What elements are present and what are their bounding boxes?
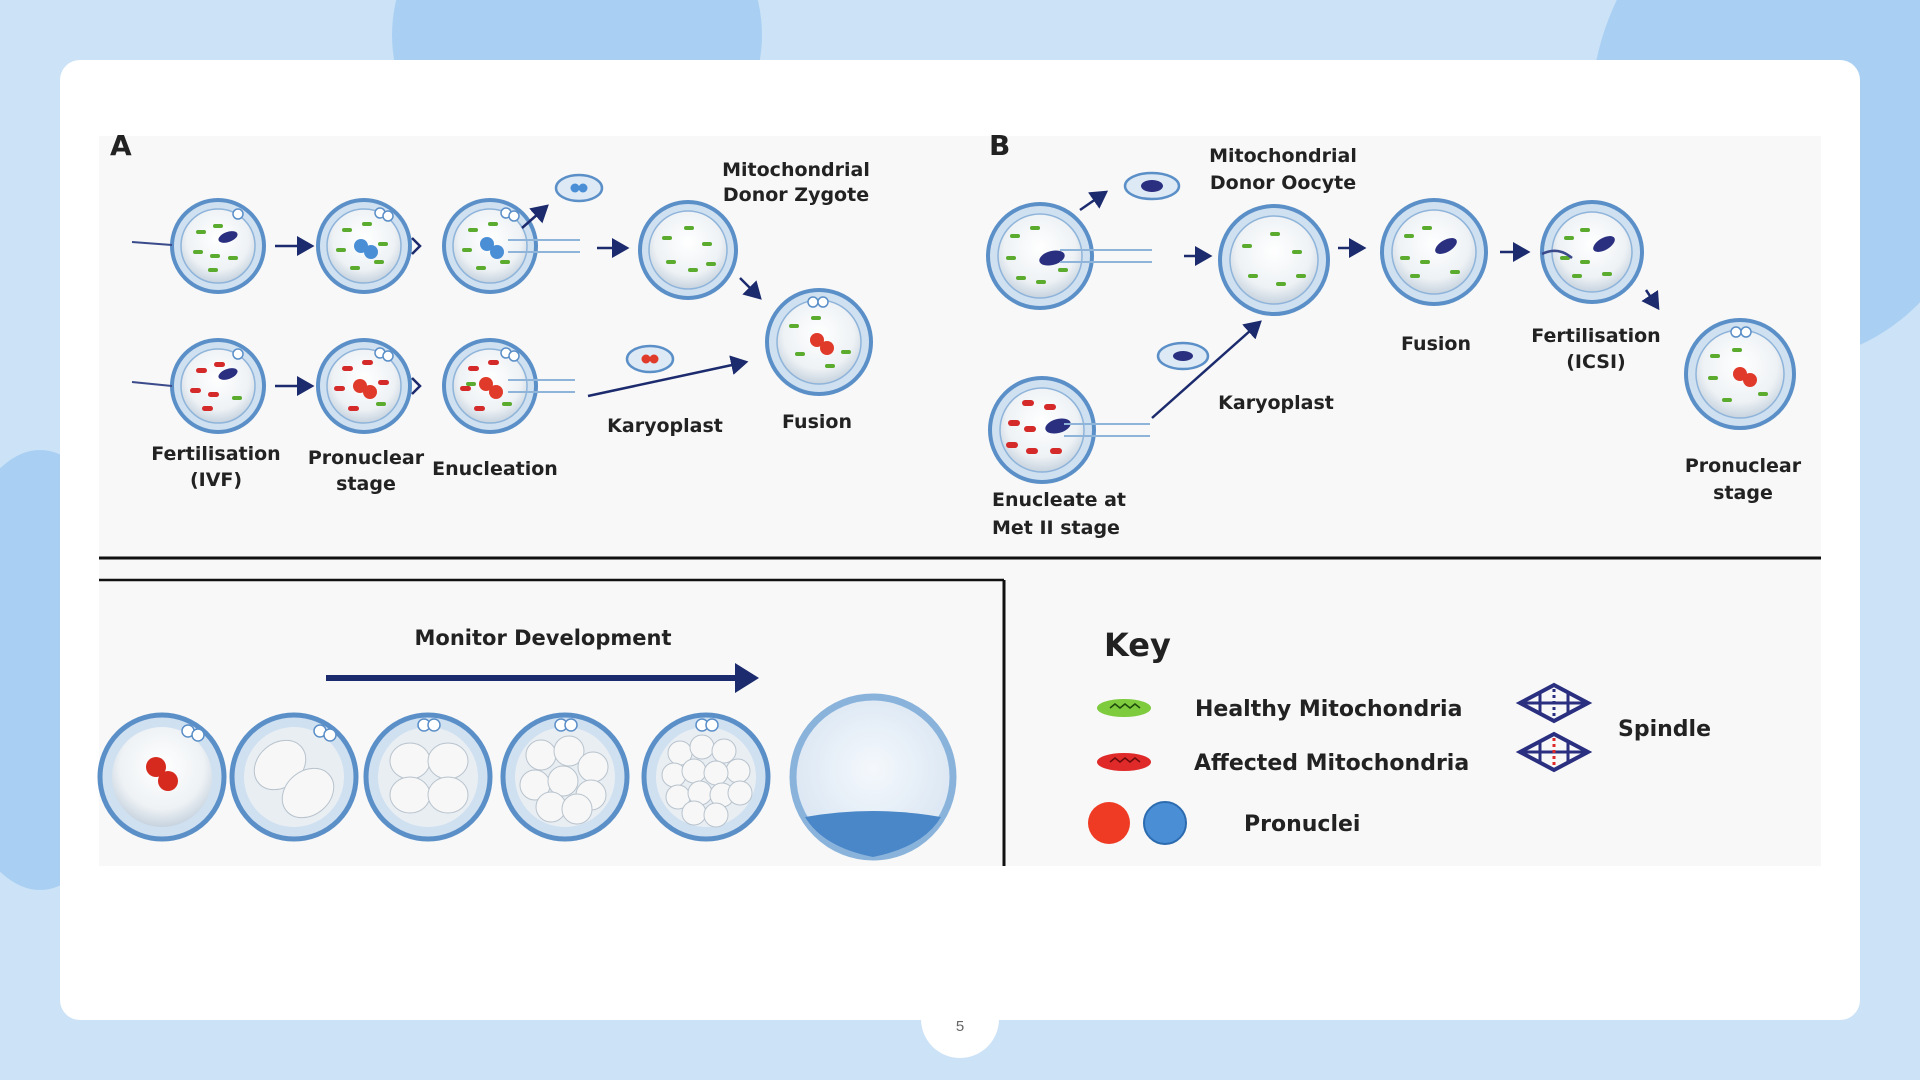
arrow-a-karyoplast bbox=[587, 355, 749, 398]
fusion-cell-b bbox=[1380, 198, 1488, 306]
karyoplast-a-red bbox=[625, 344, 675, 374]
arrow-a-up bbox=[521, 204, 549, 229]
label-a-donor-2: Donor Zygote bbox=[723, 184, 869, 206]
label-b-fusion: Fusion bbox=[1401, 333, 1471, 355]
panel-a-letter: A bbox=[110, 129, 132, 162]
pronuclear-cell-b bbox=[1684, 318, 1796, 430]
label-b-fertilisation-2: (ICSI) bbox=[1566, 351, 1626, 373]
label-b-karyoplast: Karyoplast bbox=[1218, 392, 1334, 414]
label-b-donor-2: Donor Oocyte bbox=[1210, 172, 1356, 194]
label-monitor-development: Monitor Development bbox=[415, 626, 672, 650]
key-spindle-icon-blue bbox=[1515, 682, 1593, 724]
label-a-fusion: Fusion bbox=[782, 411, 852, 433]
key-pronuclei-icon bbox=[1088, 801, 1187, 845]
embryo-8-cell bbox=[500, 712, 630, 842]
key-affected-mitochondria-icon bbox=[1097, 753, 1151, 771]
label-b-enucleate-2: Met II stage bbox=[992, 517, 1120, 539]
cell-b-1 bbox=[986, 202, 1094, 310]
key-healthy-label: Healthy Mitochondria bbox=[1195, 697, 1462, 722]
key-affected-label: Affected Mitochondria bbox=[1194, 751, 1469, 776]
cell-a-3 bbox=[442, 198, 538, 294]
karyoplast-a-blue bbox=[554, 173, 604, 203]
embryo-2-cell bbox=[229, 712, 359, 842]
label-a-pronuclear-2: stage bbox=[336, 473, 396, 495]
label-a-karyoplast: Karyoplast bbox=[607, 415, 723, 437]
spindle-karyoplast-b-2 bbox=[1156, 341, 1210, 371]
key-healthy-mitochondria-icon bbox=[1097, 699, 1151, 717]
key-spindle-label: Spindle bbox=[1618, 717, 1711, 742]
arrow-b-4 bbox=[1641, 289, 1660, 311]
cell-a-6 bbox=[442, 338, 538, 434]
label-b-enucleate-1: Enucleate at bbox=[992, 489, 1126, 511]
page-number: 5 bbox=[955, 1018, 965, 1035]
label-a-fertilisation-1: Fertilisation bbox=[151, 443, 280, 465]
key-spindle-icon-red bbox=[1515, 731, 1593, 773]
arrow-b-karyoplast bbox=[1151, 320, 1262, 419]
figure: A Mitochondrial Donor Zygote bbox=[97, 129, 1821, 866]
fusion-cell-a bbox=[765, 288, 873, 396]
label-b-fertilisation-1: Fertilisation bbox=[1531, 325, 1660, 347]
label-a-enucleation: Enucleation bbox=[432, 458, 558, 480]
cell-a-2 bbox=[316, 198, 412, 294]
label-b-pronuclear-1: Pronuclear bbox=[1685, 455, 1802, 477]
embryo-blastocyst bbox=[789, 693, 957, 861]
cell-a-4 bbox=[170, 338, 266, 434]
embryo-4-cell bbox=[363, 712, 493, 842]
embryo-zygote bbox=[97, 712, 227, 842]
cell-a-1 bbox=[170, 198, 266, 294]
label-a-donor-1: Mitochondrial bbox=[722, 159, 870, 181]
panel-b-letter: B bbox=[989, 129, 1010, 162]
donor-zygote-a bbox=[638, 200, 738, 300]
fertilisation-cell-b bbox=[1540, 200, 1644, 304]
embryo-morula bbox=[641, 712, 771, 842]
arrow-a-to-fusion bbox=[739, 277, 762, 300]
key-title: Key bbox=[1104, 626, 1171, 664]
page-number-badge: 5 bbox=[921, 980, 999, 1058]
cell-b-enucleate bbox=[988, 376, 1096, 484]
label-a-pronuclear-1: Pronuclear bbox=[308, 447, 425, 469]
label-b-pronuclear-2: stage bbox=[1713, 482, 1773, 504]
spindle-karyoplast-b-1 bbox=[1123, 171, 1181, 201]
donor-oocyte-b bbox=[1218, 204, 1330, 316]
label-b-donor-1: Mitochondrial bbox=[1209, 145, 1357, 167]
arrow-b-up bbox=[1079, 190, 1109, 212]
key-pronuclei-label: Pronuclei bbox=[1244, 812, 1360, 837]
label-a-fertilisation-2: (IVF) bbox=[190, 469, 242, 491]
cell-a-5 bbox=[316, 338, 412, 434]
